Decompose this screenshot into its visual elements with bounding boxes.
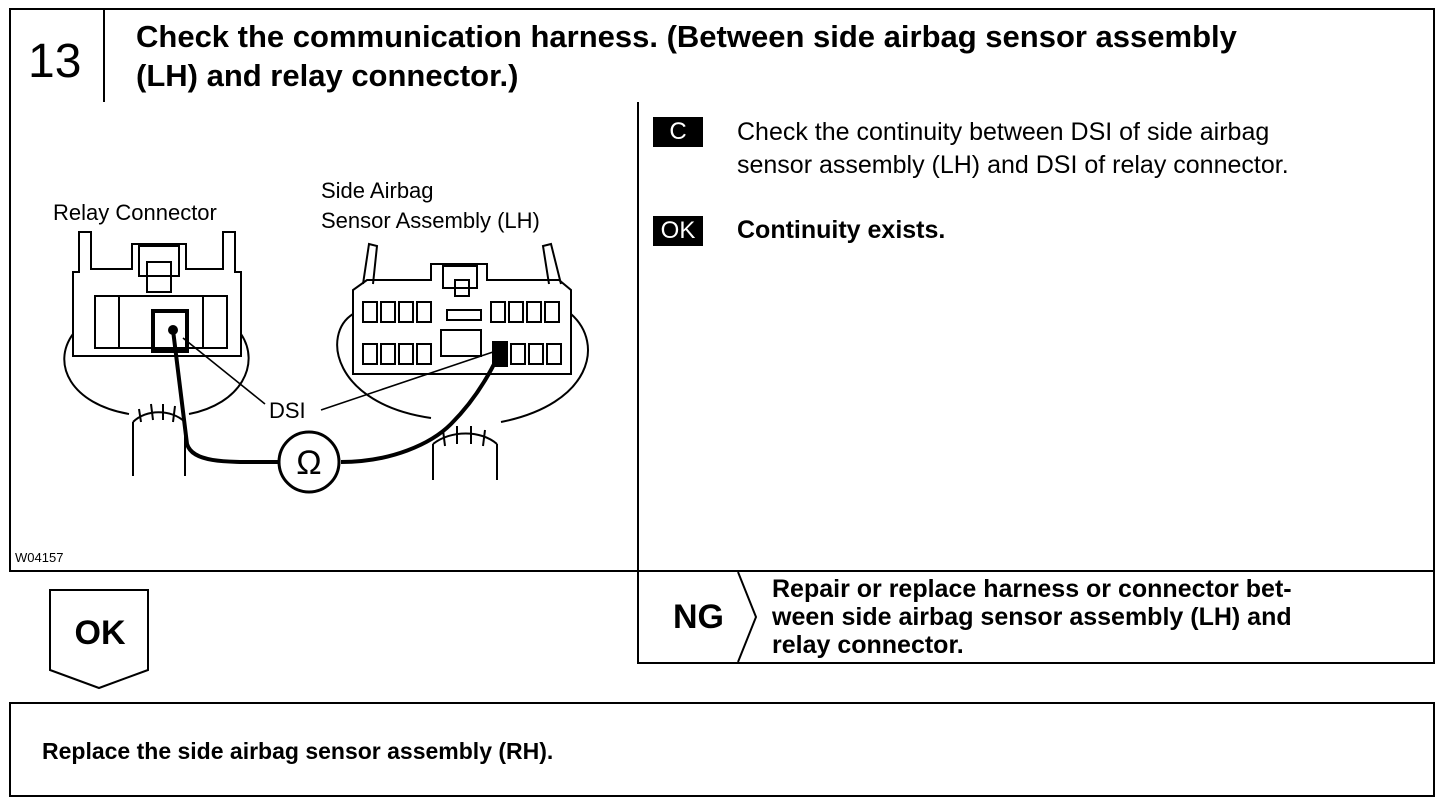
ok-badge: OK — [653, 216, 703, 246]
label-dsi: DSI — [269, 398, 306, 423]
ok-branch-marker — [49, 589, 149, 690]
label-side-airbag-line1: Side Airbag — [321, 178, 434, 203]
ng-label: NG — [673, 598, 724, 636]
ohmmeter — [277, 430, 341, 494]
step-header — [9, 8, 1435, 104]
ohm-symbol: Ω — [296, 444, 321, 482]
probe-lead-side — [340, 353, 501, 464]
probe-lead-relay — [171, 329, 280, 465]
ng-text-line1: Repair or replace harness or connector b… — [772, 575, 1292, 603]
step-title-line2: (LH) and relay connector.) — [136, 58, 519, 93]
step-body — [9, 102, 1435, 572]
relay-connector-latch — [138, 245, 180, 277]
side-sensor-outline — [352, 263, 572, 375]
ok-result-text: Continuity exists. — [737, 216, 946, 244]
ng-divider-chevron — [737, 572, 758, 662]
final-box — [9, 702, 1435, 797]
label-side-airbag-line2: Sensor Assembly (LH) — [321, 208, 540, 233]
step-number-divider — [103, 8, 105, 104]
ok-branch-label: OK — [74, 614, 126, 652]
check-text-line2: sensor assembly (LH) and DSI of relay co… — [737, 151, 1289, 179]
connector-diagram: Ω Relay Connector Side Airbag Sensor Ass… — [15, 178, 589, 565]
step-title-line1: Check the communication harness. (Betwee… — [136, 19, 1237, 54]
step-number: 13 — [28, 35, 82, 88]
ng-box — [637, 570, 1435, 664]
check-text-line1: Check the continuity between DSI of side… — [737, 118, 1270, 146]
label-relay-connector: Relay Connector — [53, 200, 217, 225]
figure-id: W04157 — [15, 550, 63, 565]
body-divider — [637, 102, 639, 572]
relay-connector-outline — [72, 231, 242, 357]
final-text: Replace the side airbag sensor assembly … — [42, 738, 554, 764]
ng-text-line3: relay connector. — [772, 631, 964, 659]
relay-dsi-terminal — [151, 309, 189, 353]
check-badge: C — [653, 117, 703, 147]
side-sensor-terminals — [362, 301, 562, 365]
ng-text-line2: ween side airbag sensor assembly (LH) an… — [772, 603, 1292, 631]
